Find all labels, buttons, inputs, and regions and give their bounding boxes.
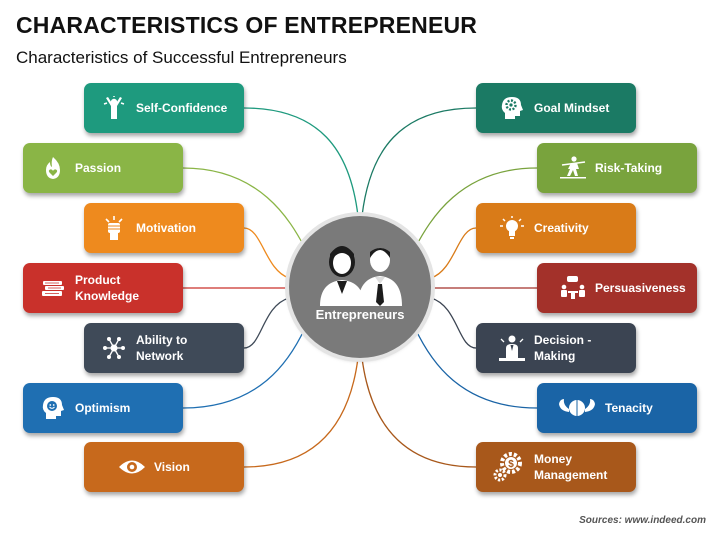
item-goal-mindset: Goal Mindset bbox=[476, 83, 636, 133]
connector-creativity bbox=[430, 227, 477, 279]
item-label: Risk-Taking bbox=[595, 161, 663, 175]
tightrope-walker-icon bbox=[559, 154, 587, 182]
item-label: Optimism bbox=[75, 401, 131, 415]
meeting-icon bbox=[559, 274, 587, 302]
item-passion: Passion bbox=[23, 143, 183, 193]
connector-motivation bbox=[243, 227, 290, 279]
connector-decision-making bbox=[430, 297, 477, 349]
connector-risk-taking bbox=[414, 167, 538, 249]
eye-icon bbox=[118, 453, 146, 481]
center-hub: Entrepreneurs bbox=[289, 216, 431, 358]
item-money-management: $ Money Management bbox=[476, 442, 636, 492]
network-icon bbox=[100, 334, 128, 362]
item-label: Money Management bbox=[534, 452, 608, 482]
item-product-knowledge: Product Knowledge bbox=[23, 263, 183, 313]
connector-money-management bbox=[361, 357, 477, 468]
item-decision-making: Decision -Making bbox=[476, 323, 636, 373]
books-icon bbox=[39, 274, 67, 302]
connector-passion bbox=[182, 167, 306, 249]
item-vision: Vision bbox=[84, 442, 244, 492]
connector-vision bbox=[243, 357, 359, 468]
item-label: Vision bbox=[154, 460, 190, 474]
head-gear-icon bbox=[498, 94, 526, 122]
confident-person-icon bbox=[100, 94, 128, 122]
smiling-head-icon bbox=[39, 394, 67, 422]
item-label: Decision -Making bbox=[534, 333, 592, 363]
svg-text:$: $ bbox=[508, 459, 514, 470]
item-tenacity: Tenacity bbox=[537, 383, 697, 433]
motivated-fist-icon bbox=[100, 214, 128, 242]
page-subtitle: Characteristics of Successful Entreprene… bbox=[16, 48, 347, 67]
strong-brain-icon bbox=[557, 394, 597, 422]
money-gear-icon: $ bbox=[492, 452, 526, 482]
connector-network bbox=[243, 297, 290, 349]
item-label: Ability to Network bbox=[136, 333, 188, 363]
connector-self-confidence bbox=[243, 107, 359, 217]
item-self-confidence: Self-Confidence bbox=[84, 83, 244, 133]
item-label: Tenacity bbox=[605, 401, 653, 415]
connector-tenacity bbox=[414, 327, 538, 409]
item-label: Goal Mindset bbox=[534, 101, 610, 115]
item-optimism: Optimism bbox=[23, 383, 183, 433]
page-title: CHARACTERISTICS OF ENTREPRENEUR bbox=[16, 12, 478, 38]
item-label: Product Knowledge bbox=[75, 273, 140, 303]
lightbulb-icon bbox=[498, 214, 526, 242]
item-motivation: Motivation bbox=[84, 203, 244, 253]
item-label: Persuasiveness bbox=[595, 281, 686, 295]
heart-flame-icon bbox=[39, 154, 67, 182]
item-label: Creativity bbox=[534, 221, 589, 235]
businesspeople-icon bbox=[320, 246, 402, 306]
item-label: Self-Confidence bbox=[136, 101, 228, 115]
item-persuasiveness: Persuasiveness bbox=[537, 263, 697, 313]
item-label: Passion bbox=[75, 161, 122, 175]
item-risk-taking: Risk-Taking bbox=[537, 143, 697, 193]
connector-optimism bbox=[182, 327, 306, 409]
connector-goal-mindset bbox=[361, 107, 477, 217]
item-label: Motivation bbox=[136, 221, 196, 235]
center-label: Entrepreneurs bbox=[315, 307, 405, 322]
item-creativity: Creativity bbox=[476, 203, 636, 253]
decision-person-icon bbox=[498, 334, 526, 362]
item-ability-to-network: Ability to Network bbox=[84, 323, 244, 373]
source-note: Sources: www.indeed.com bbox=[579, 515, 706, 526]
